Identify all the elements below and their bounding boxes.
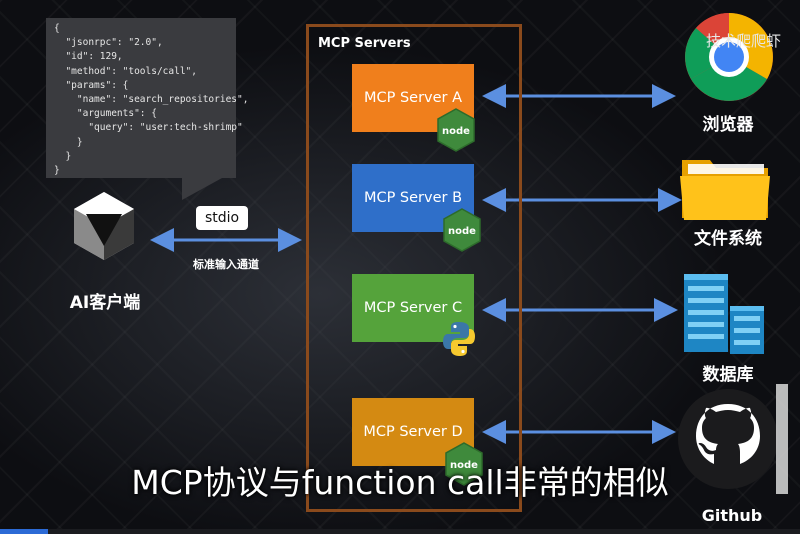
svg-text:node: node <box>442 126 470 137</box>
github-icon <box>678 384 788 494</box>
mcp-server-b: MCP Server B <box>352 164 474 232</box>
mcp-server-b-label: MCP Server B <box>363 190 463 206</box>
mcp-server-d-label: MCP Server D <box>363 424 463 440</box>
speech-bubble-tail <box>182 178 222 200</box>
ai-client-logo <box>74 192 134 260</box>
folder-icon <box>680 160 770 220</box>
json-rpc-snippet: { "jsonrpc": "2.0", "id": 129, "method":… <box>46 18 248 178</box>
database-label: 数据库 <box>702 365 754 385</box>
nodejs-icon: node <box>437 108 475 152</box>
stdio-caption: 标准输入通道 <box>193 258 259 271</box>
mcp-server-c-label: MCP Server C <box>363 300 463 316</box>
mcp-servers-frame <box>306 24 522 512</box>
chrome-icon <box>685 13 773 101</box>
video-progress-bar[interactable] <box>0 529 800 534</box>
svg-text:node: node <box>448 226 476 237</box>
mcp-server-a-label: MCP Server A <box>363 90 463 106</box>
mcp-servers-title: MCP Servers <box>318 36 411 51</box>
video-progress-fill <box>0 529 48 534</box>
video-subtitle: MCP协议与function call非常的相似 <box>131 463 669 502</box>
nodejs-icon: node <box>445 442 483 486</box>
channel-watermark: 技术爬爬虾 <box>706 32 782 50</box>
filesystem-label: 文件系统 <box>694 229 762 249</box>
database-icon <box>684 274 764 354</box>
browser-label: 浏览器 <box>702 115 754 135</box>
nodejs-icon: node <box>443 208 481 252</box>
ai-client-label: AI客户端 <box>69 293 141 313</box>
python-icon <box>443 322 475 356</box>
svg-text:node: node <box>450 460 478 471</box>
github-label: Github <box>701 506 763 525</box>
mcp-server-a: MCP Server A <box>352 64 474 132</box>
stdio-badge: stdio <box>196 206 248 230</box>
